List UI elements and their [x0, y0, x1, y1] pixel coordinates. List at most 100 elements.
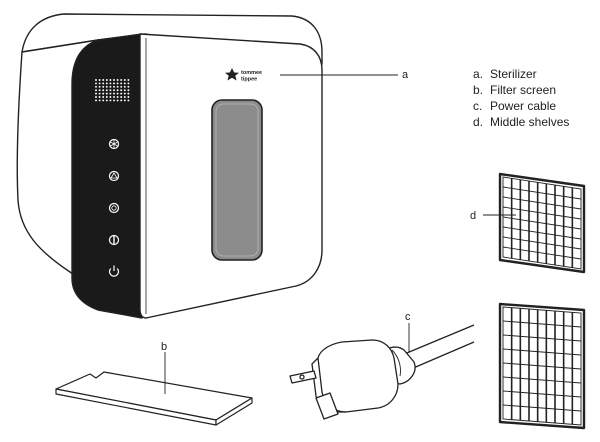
shelf-wire [502, 206, 582, 220]
shelf-wire [502, 226, 582, 240]
shelf-wire [502, 186, 582, 200]
grille-dot [109, 85, 112, 88]
grille-dot [113, 85, 115, 88]
grille-dot [116, 79, 119, 81]
grille-dot [102, 89, 105, 92]
shelf-wire [502, 246, 582, 260]
power-cable [289, 324, 475, 420]
grille-dot [109, 96, 112, 98]
callout-a: a [280, 69, 409, 81]
legend-key: d. [473, 115, 484, 129]
grille-dot [123, 99, 126, 102]
grille-dot [102, 85, 105, 88]
callout-c: c [405, 311, 411, 352]
grille-dot [120, 92, 123, 95]
plug-prong-bottom [315, 392, 339, 420]
grille-dot [127, 96, 130, 98]
grille-dot [123, 79, 126, 81]
grille-dot [116, 82, 119, 85]
grille-dot [109, 89, 112, 92]
grille-dot [95, 79, 97, 81]
grille-dot [102, 99, 105, 102]
legend-key: b. [473, 83, 484, 97]
callout-b-label: b [161, 341, 167, 353]
sterilizer-top [21, 13, 323, 65]
grille-dot [95, 82, 97, 85]
brand-star-icon [225, 68, 239, 81]
grille-dot [113, 82, 115, 85]
grille-dot [98, 82, 101, 85]
middle-shelf-top [498, 172, 586, 274]
legend-text: Power cable [490, 99, 557, 113]
viewing-window [211, 99, 263, 261]
grille-dot [105, 89, 108, 92]
grille-dot [120, 99, 123, 102]
parts-legend: a. Sterilizer b. Filter screen c. Power cable… [473, 66, 569, 130]
shelf-wire [502, 236, 582, 250]
grille-dot [113, 99, 115, 102]
grille-dot [113, 96, 115, 98]
legend-text: Sterilizer [490, 67, 537, 81]
grille-dot [105, 79, 108, 81]
dry-icon[interactable] [108, 170, 120, 182]
grille-dot [123, 92, 126, 95]
sterilizer-unit [16, 13, 323, 319]
grille-dot [120, 96, 123, 98]
grille-dot [116, 92, 119, 95]
grille-dot [105, 85, 108, 88]
grille-dot [95, 96, 97, 98]
sterilize-icon[interactable] [108, 138, 120, 150]
shelf-wire [502, 390, 582, 398]
grille-dot [123, 89, 126, 92]
shelf-wire [502, 216, 582, 230]
grille-dot [113, 92, 115, 95]
grille-dot [127, 85, 130, 88]
grille-dot [102, 79, 105, 81]
control-icons [108, 138, 120, 277]
grille-dot [109, 79, 112, 81]
callout-d-label: d [470, 210, 476, 222]
grille-dot [123, 85, 126, 88]
grille-dot [120, 89, 123, 92]
callout-c-label: c [405, 311, 411, 323]
grille-dot [105, 82, 108, 85]
legend-item: c. Power cable [473, 98, 569, 114]
storage-icon[interactable] [108, 234, 120, 246]
grille-dot [98, 79, 101, 81]
auto-icon[interactable] [108, 202, 120, 214]
grille-dot [116, 85, 119, 88]
grille-dot [109, 92, 112, 95]
middle-shelf-bottom [498, 302, 586, 430]
grille-dot [98, 92, 101, 95]
brand-logo: tommee tippee [225, 68, 262, 83]
grille-dot [95, 85, 97, 88]
grille-dot [102, 92, 105, 95]
legend-item: d. Middle shelves [473, 114, 569, 130]
grille-dot [127, 89, 130, 92]
legend-text: Filter screen [490, 83, 557, 97]
grille-dot [127, 92, 130, 95]
legend-key: a. [473, 67, 484, 81]
grille-dot [127, 82, 130, 85]
shelf-wire [502, 376, 582, 384]
legend-item: a. Sterilizer [473, 66, 569, 82]
grille-dot [95, 89, 97, 92]
grille-dot [116, 96, 119, 98]
grille-dot [123, 96, 126, 98]
speaker-grille [95, 79, 130, 102]
grille-dot [105, 99, 108, 102]
brand-line-2: tippee [241, 77, 257, 83]
shelf-wire [502, 362, 582, 370]
grille-dot [102, 82, 105, 85]
filter-screen [55, 371, 253, 426]
shelf-wire [502, 404, 582, 412]
grille-dot [105, 92, 108, 95]
grille-dot [98, 85, 101, 88]
grille-dot [127, 99, 130, 102]
callout-a-label: a [402, 69, 409, 81]
legend-key: c. [473, 99, 483, 113]
grille-dot [98, 89, 101, 92]
legend-text: Middle shelves [490, 115, 570, 129]
power-icon[interactable] [108, 265, 120, 277]
